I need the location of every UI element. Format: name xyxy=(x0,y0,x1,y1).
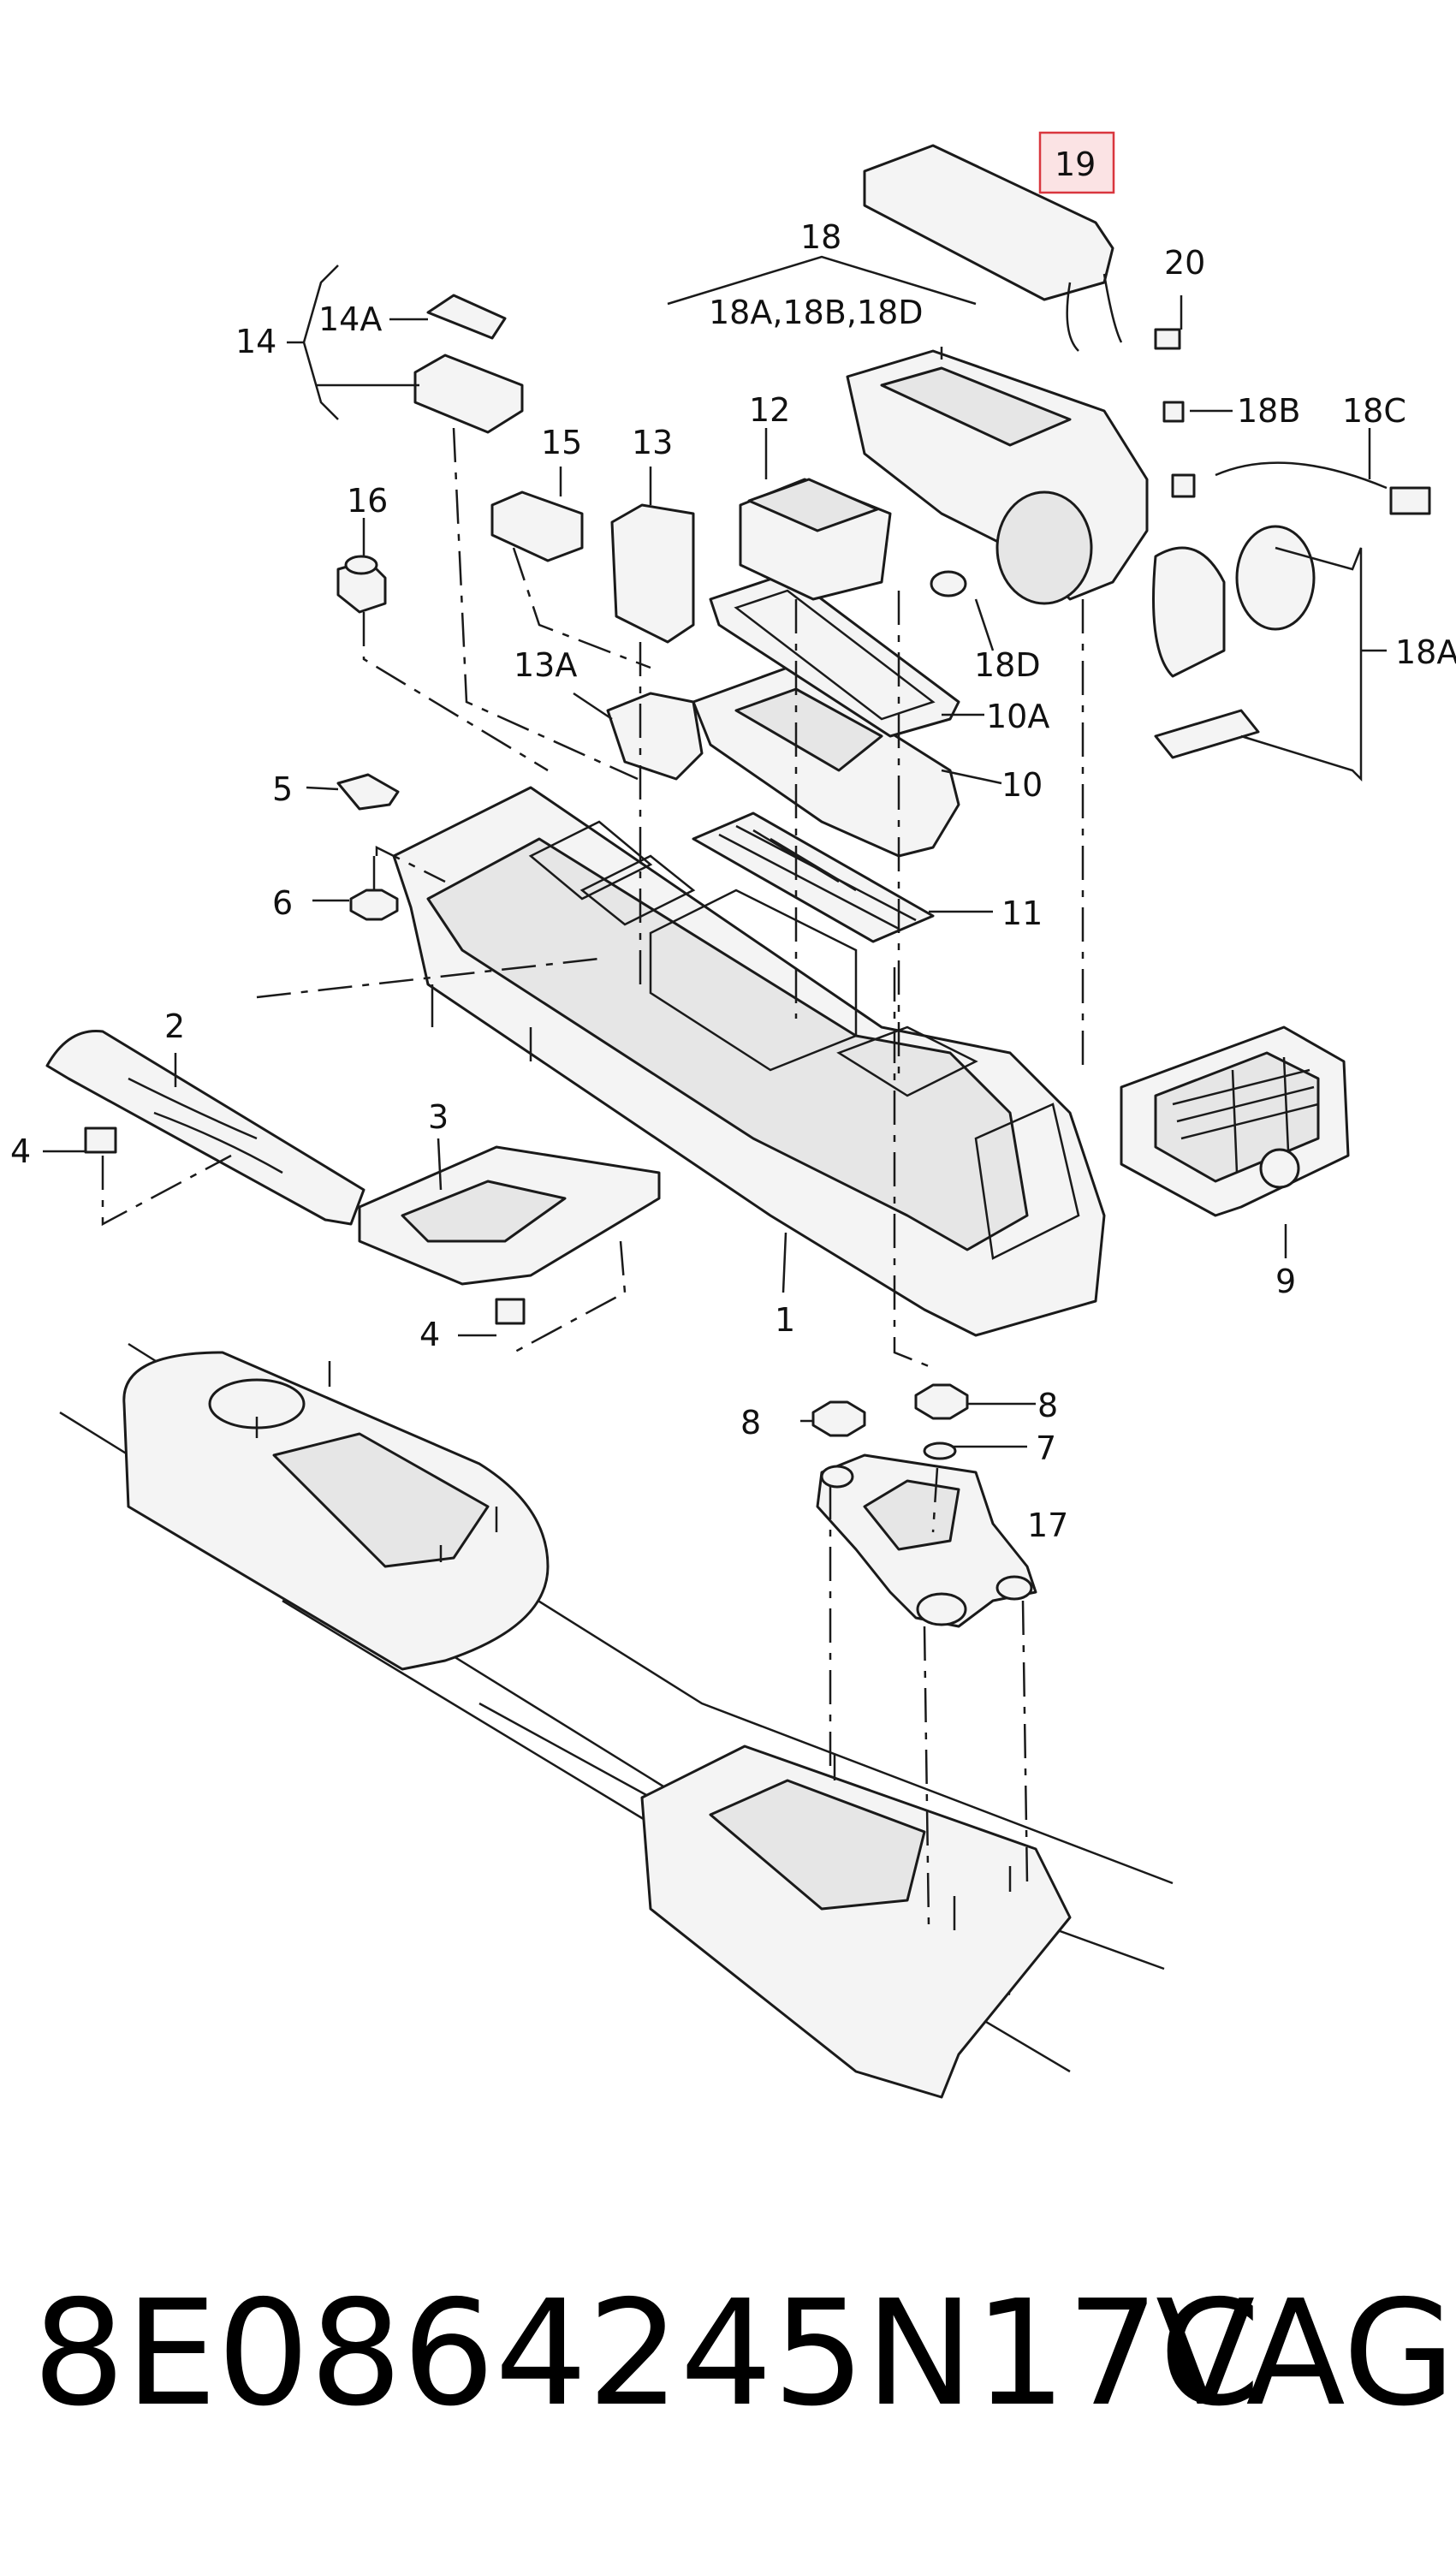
callout-7: 7 xyxy=(1036,1430,1056,1467)
trim-strip xyxy=(45,1030,365,1226)
armrest xyxy=(846,349,1431,759)
callout-18c: 18C xyxy=(1342,392,1406,430)
storage-bins xyxy=(606,478,892,781)
callout-14: 14 xyxy=(235,323,276,360)
callout-3: 3 xyxy=(428,1098,449,1136)
callout-18: 18 xyxy=(800,218,841,256)
callout-15: 15 xyxy=(541,424,582,461)
callout-4b: 4 xyxy=(419,1316,440,1353)
callout-9: 9 xyxy=(1275,1263,1296,1300)
part-number: 8E0864245N17C xyxy=(33,2269,1261,2439)
armrest-lid xyxy=(863,144,1181,352)
frames xyxy=(692,572,960,858)
console-main xyxy=(392,786,1106,1337)
callout-13: 13 xyxy=(632,424,673,461)
callout-18d: 18D xyxy=(974,646,1041,684)
callout-18b: 18B xyxy=(1237,392,1300,430)
callout-14a: 14A xyxy=(318,300,382,338)
callout-19: 19 xyxy=(1055,146,1096,183)
callout-2: 2 xyxy=(164,1008,185,1045)
assembly-lines xyxy=(101,427,1085,1927)
callout-8b: 8 xyxy=(1037,1387,1058,1424)
callout-13a: 13A xyxy=(514,646,577,684)
callout-6: 6 xyxy=(272,884,293,922)
mounting-bracket xyxy=(811,1383,1037,1628)
highlight-box-19 xyxy=(1038,131,1115,194)
grille-tray xyxy=(692,811,935,943)
callout-labels: 1 2 3 4 4 5 6 7 8 8 9 10 10A 11 12 13 13… xyxy=(10,146,1456,1544)
callout-10: 10 xyxy=(1001,766,1043,804)
gear-surround xyxy=(358,1145,661,1325)
callout-16: 16 xyxy=(347,482,388,520)
rear-vent xyxy=(1120,1025,1350,1217)
brand-label: VAG xyxy=(1156,2269,1456,2439)
switches xyxy=(336,294,584,614)
callout-4a: 4 xyxy=(10,1132,31,1170)
callout-12: 12 xyxy=(749,391,790,429)
floor-tunnel xyxy=(59,1342,1174,2099)
callout-10a: 10A xyxy=(986,698,1049,735)
callout-5: 5 xyxy=(272,770,293,808)
leader-lines xyxy=(43,171,1387,1448)
studs xyxy=(255,1361,1012,1930)
callout-17: 17 xyxy=(1027,1507,1068,1544)
callout-20: 20 xyxy=(1164,244,1205,282)
callout-18a: 18A xyxy=(1395,633,1456,671)
callout-8a: 8 xyxy=(740,1404,761,1441)
callout-1: 1 xyxy=(775,1301,795,1339)
callout-18-group: 18A,18B,18D xyxy=(709,294,924,331)
callout-11: 11 xyxy=(1001,895,1043,932)
fasteners xyxy=(336,773,400,921)
